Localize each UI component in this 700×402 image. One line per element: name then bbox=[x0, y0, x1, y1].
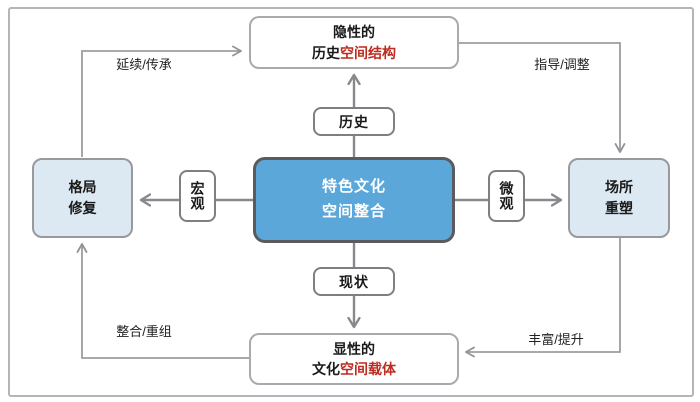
connector-macro: 宏观 bbox=[179, 170, 216, 222]
node-explicit-line2: 文化空间载体 bbox=[312, 361, 396, 377]
connector-status-label: 现状 bbox=[339, 273, 369, 290]
edge-label-bottomleft: 整合/重组 bbox=[116, 324, 172, 339]
node-place-reshape-line2: 重塑 bbox=[605, 200, 633, 216]
edge-label-bottomright: 丰富/提升 bbox=[528, 332, 584, 347]
edge-label-topleft: 延续/传承 bbox=[116, 57, 172, 72]
node-implicit-structure: 隐性的 历史空间结构 bbox=[249, 16, 459, 69]
connector-history-label: 历史 bbox=[339, 113, 369, 130]
edge-topright-line bbox=[459, 42, 626, 153]
connector-micro: 微观 bbox=[488, 170, 525, 222]
connector-status: 现状 bbox=[313, 267, 395, 296]
edge-bottomleft-line bbox=[76, 243, 249, 359]
edge-label-topright: 指导/调整 bbox=[534, 57, 590, 72]
red-text-segment: 空间结构 bbox=[340, 44, 396, 61]
node-place-reshape-line1: 场所 bbox=[605, 179, 633, 195]
node-implicit-line1: 隐性的 bbox=[333, 24, 375, 41]
figure-border bbox=[8, 7, 694, 397]
node-pattern-repair: 格局 修复 bbox=[32, 158, 133, 238]
edge-topleft-line bbox=[81, 45, 242, 157]
connector-micro-label: 微观 bbox=[498, 181, 515, 211]
edge-bottomright-line bbox=[465, 238, 621, 358]
node-center-line1: 特色文化 bbox=[321, 178, 386, 196]
node-pattern-repair-line1: 格局 bbox=[68, 179, 97, 195]
connector-macro-label: 宏观 bbox=[189, 181, 206, 211]
red-text-segment: 空间载体 bbox=[340, 361, 396, 377]
node-pattern-repair-line2: 修复 bbox=[68, 200, 97, 216]
node-implicit-line2: 历史空间结构 bbox=[312, 44, 396, 61]
node-place-reshape: 场所 重塑 bbox=[568, 158, 670, 238]
node-cultural-space-integration: 特色文化 空间整合 bbox=[253, 157, 455, 243]
node-center-line2: 空间整合 bbox=[321, 203, 386, 220]
connector-history: 历史 bbox=[313, 107, 395, 136]
node-explicit-carrier: 显性的 文化空间载体 bbox=[249, 333, 459, 385]
node-explicit-line1: 显性的 bbox=[333, 340, 375, 357]
